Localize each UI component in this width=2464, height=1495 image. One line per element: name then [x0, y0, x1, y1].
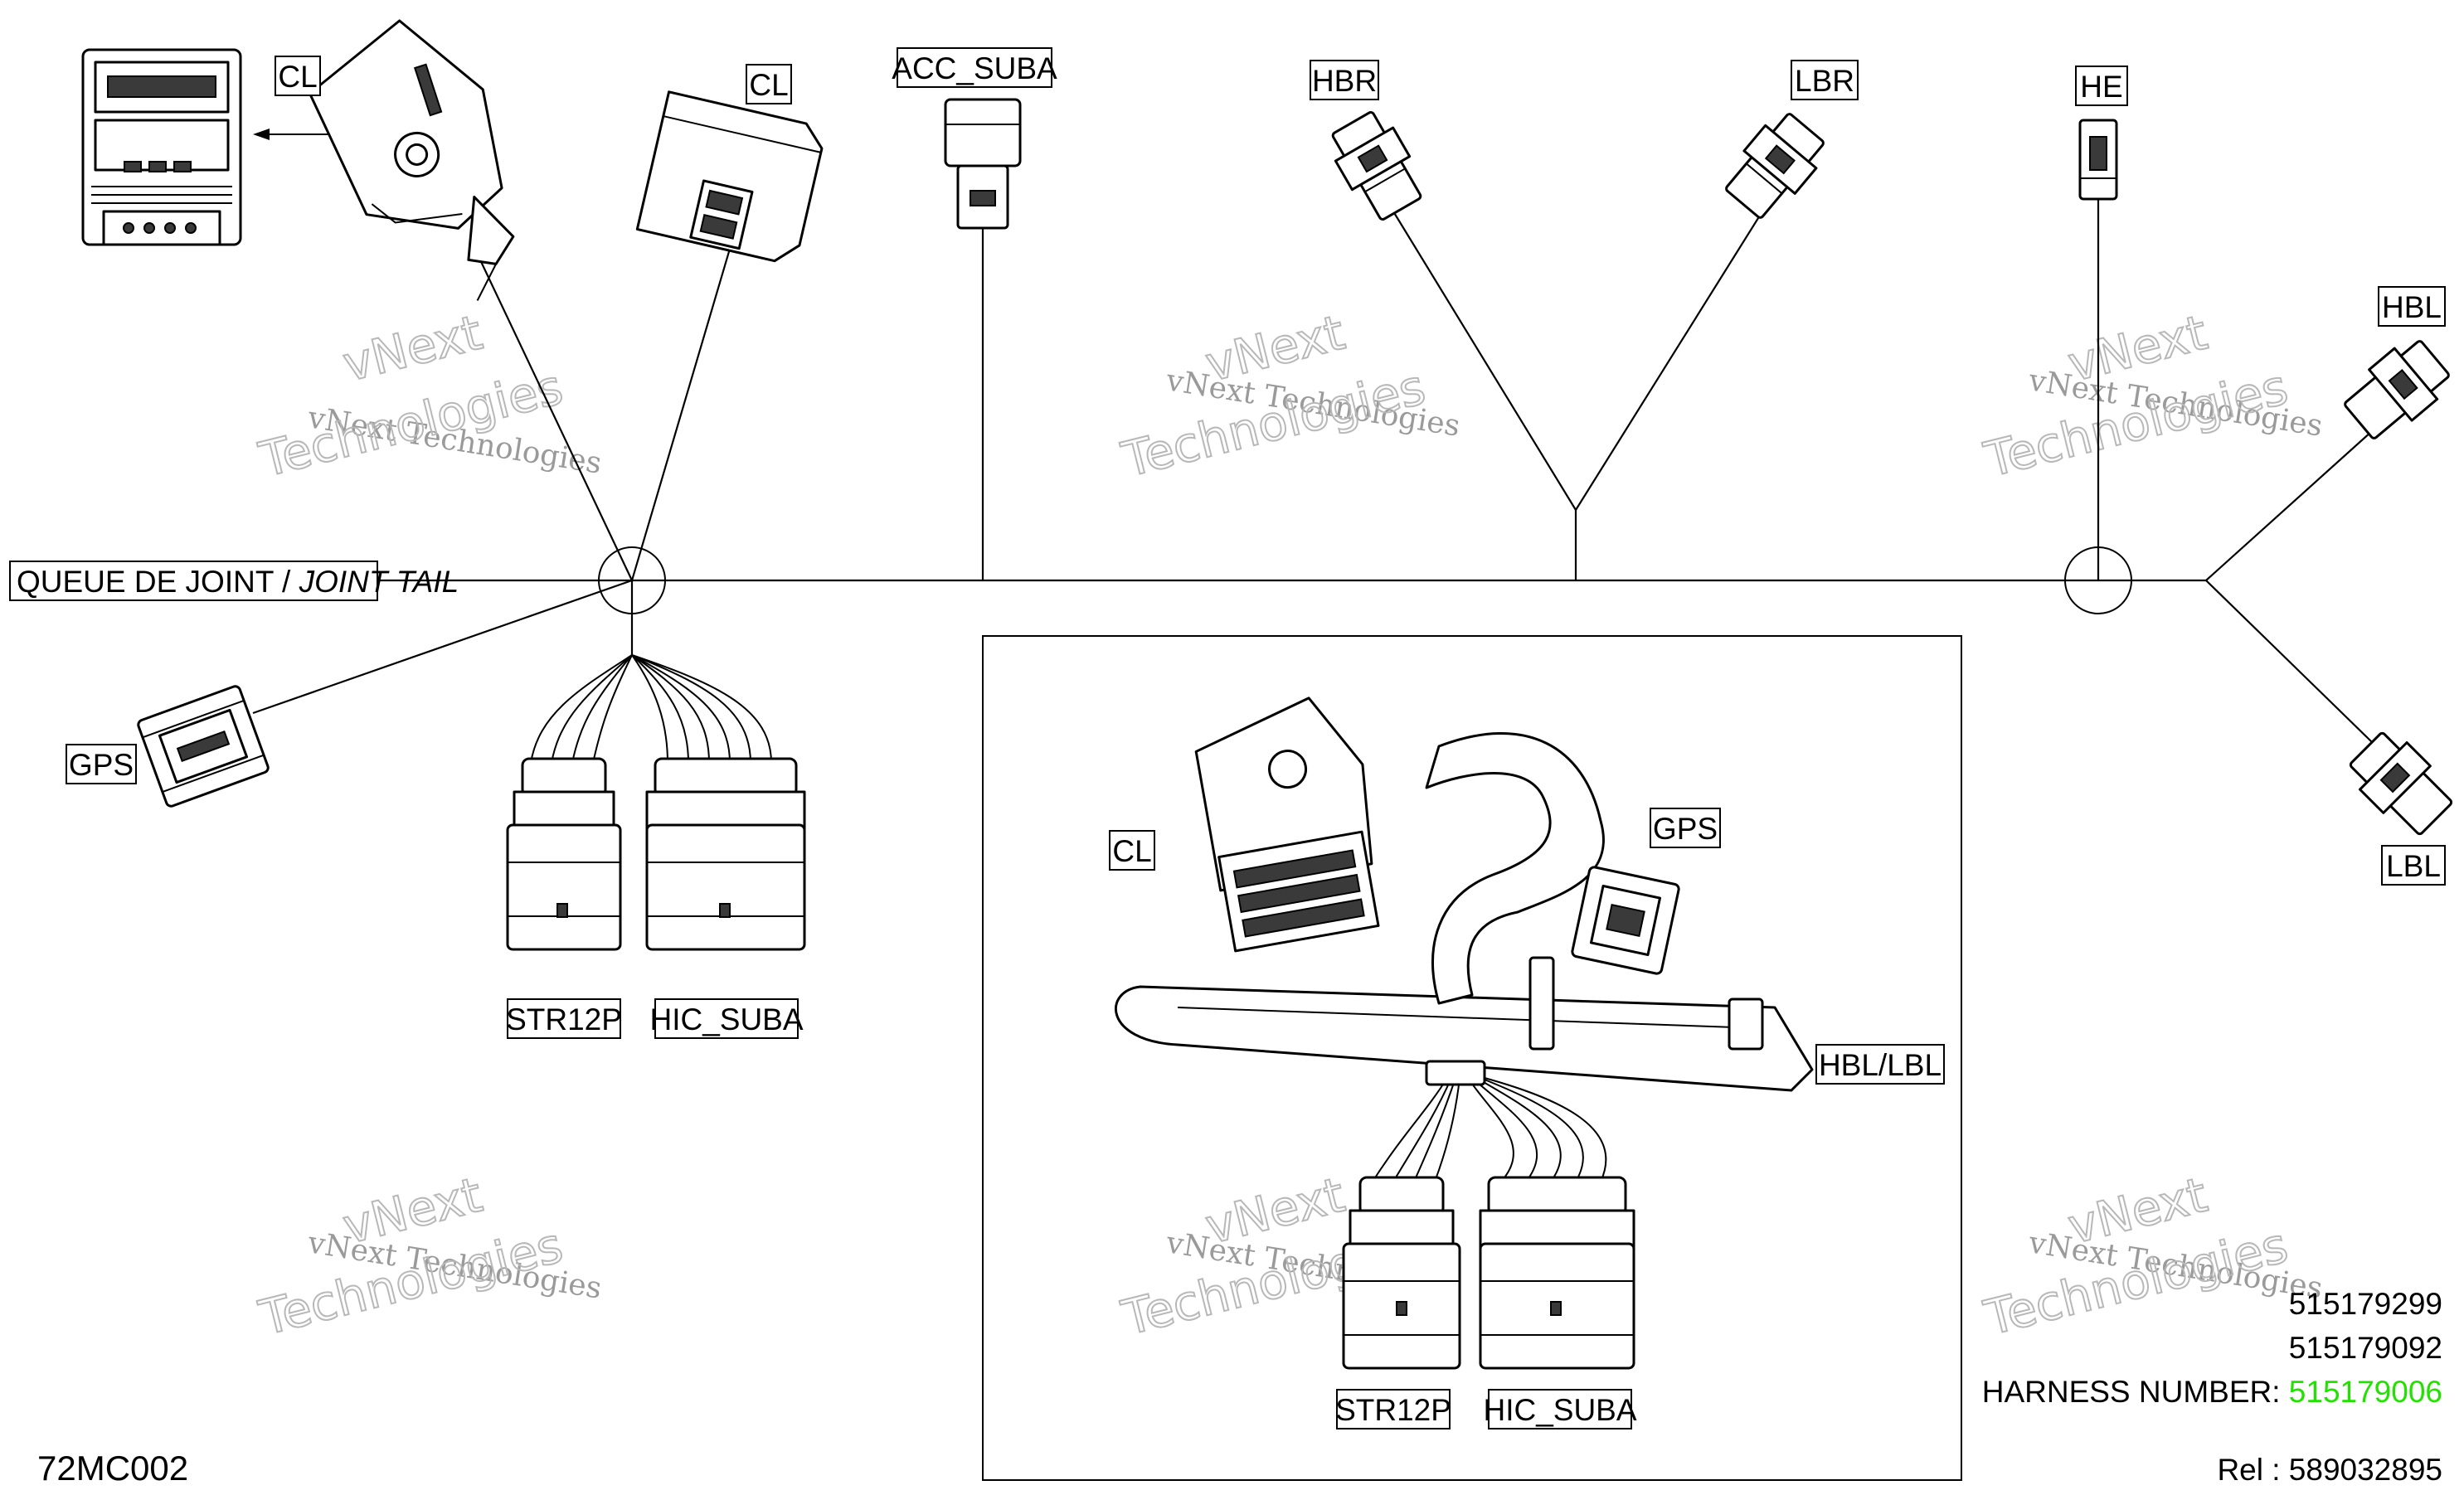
watermark-2-line3: Technologies: [1116, 358, 1431, 488]
label-lbl: LBL: [2381, 845, 2446, 886]
label-text: LBR: [1795, 64, 1854, 98]
watermark-3-line3: Technologies: [1979, 358, 2293, 488]
label-text: HE: [2080, 70, 2122, 104]
label-inset-hbl-lbl: HBL/LBL: [1815, 1044, 1945, 1085]
hbr-connector: [1331, 111, 1422, 221]
label-hbr: HBR: [1310, 60, 1379, 100]
label-text: HIC_SUBA: [1483, 1393, 1636, 1427]
acc-suba-connector: [944, 98, 1022, 230]
label-text: GPS: [1653, 812, 1718, 846]
drawing-code: 72MC002: [37, 1449, 188, 1488]
watermark-2-line2: vNext: [1200, 304, 1350, 393]
harness-number-label: HARNESS NUMBER: [1982, 1375, 2272, 1409]
wire-to-lbr: [1575, 211, 1763, 511]
label-text: QUEUE DE JOINT / JOINT TAIL: [17, 565, 459, 599]
label-text: CL: [278, 60, 317, 94]
harness-number-3: 515179006: [2289, 1375, 2442, 1409]
label-text: HBR: [1312, 64, 1377, 98]
wire-to-hbr: [1392, 211, 1577, 511]
he-connector: [2078, 119, 2118, 201]
junction-right: [2064, 546, 2132, 614]
cl-connector-angled: [309, 19, 515, 301]
hbl-connector: [2344, 340, 2450, 439]
arrow-icon: [253, 129, 332, 140]
cl-connector-front-view: [81, 48, 242, 246]
watermark-6: vNext Technologies vNext Technologies: [1978, 1166, 2325, 1347]
hic-suba-plug: [645, 757, 806, 951]
label-hbl: HBL: [2378, 286, 2446, 327]
label-text: HBL: [2382, 290, 2442, 324]
inset-assembly: [1114, 697, 1814, 1370]
label-acc-suba: ACC_SUBA: [892, 47, 1057, 88]
label-joint-tail: QUEUE DE JOINT / JOINT TAIL: [9, 561, 459, 601]
wire-to-lbl: [2205, 580, 2373, 743]
label-text: STR12P: [1335, 1393, 1451, 1427]
label-hic-suba: HIC_SUBA: [649, 998, 804, 1039]
ref-label: Rel :: [2217, 1453, 2288, 1487]
label-text: HIC_SUBA: [649, 1002, 803, 1036]
lbl-connector: [2349, 731, 2453, 836]
wire-to-hbl: [2205, 430, 2373, 581]
cl-plug: [635, 90, 824, 263]
joint-tail-fr: QUEUE DE JOINT /: [17, 565, 299, 599]
harness-number-2: 515179092: [2289, 1331, 2442, 1365]
label-text: HBL/LBL: [1819, 1048, 1942, 1082]
label-cl-top: CL: [746, 64, 792, 104]
wire-to-cl-connector: [476, 252, 633, 581]
watermark-1-line3: Technologies: [254, 358, 568, 488]
label-text: ACC_SUBA: [892, 51, 1057, 85]
label-lbr: LBR: [1791, 60, 1859, 100]
label-he: HE: [2075, 66, 2128, 106]
label-inset-str12p: STR12P: [1335, 1389, 1451, 1429]
watermark-3: vNext Technologies vNext Technologies: [1978, 303, 2325, 489]
label-text: STR12P: [506, 1002, 622, 1036]
watermark-1-line2: vNext: [338, 304, 488, 393]
label-text: GPS: [69, 748, 134, 782]
watermark-2: vNext Technologies vNext Technologies: [1115, 303, 1462, 489]
lbr-connector: [1725, 113, 1825, 219]
ref-number: 589032895: [2289, 1453, 2442, 1487]
joint-tail-en: JOINT TAIL: [299, 565, 459, 599]
harness-number-row: HARNESS NUMBER: 515179006: [1982, 1375, 2442, 1409]
wire-to-cl-plug: [630, 248, 731, 581]
wire-to-gps: [252, 579, 633, 715]
label-text: CL: [1112, 834, 1151, 868]
watermark-3-line2: vNext: [2063, 304, 2213, 393]
watermark-1: vNext Technologies vNext Technologies: [253, 303, 604, 489]
watermark-4: vNext Technologies vNext Technologies: [253, 1166, 604, 1347]
label-gps: GPS: [66, 744, 137, 784]
label-text: CL: [749, 68, 788, 102]
label-str12p: STR12P: [506, 998, 622, 1039]
harness-wires: [252, 199, 2373, 743]
label-cl-top-left: CL: [275, 56, 321, 96]
wire-fan-left: [530, 654, 772, 764]
label-inset-cl: CL: [1109, 830, 1155, 871]
ref-row: Rel : 589032895: [2217, 1453, 2442, 1487]
str12p-plug: [506, 757, 622, 951]
inset-frame: [982, 635, 1962, 1481]
label-text: LBL: [2386, 849, 2441, 883]
junction-left: [598, 546, 666, 614]
harness-number-1: 515179299: [2289, 1287, 2442, 1321]
gps-connector: [137, 685, 270, 808]
label-inset-hic-suba: HIC_SUBA: [1483, 1389, 1637, 1429]
label-inset-gps: GPS: [1650, 808, 1721, 848]
